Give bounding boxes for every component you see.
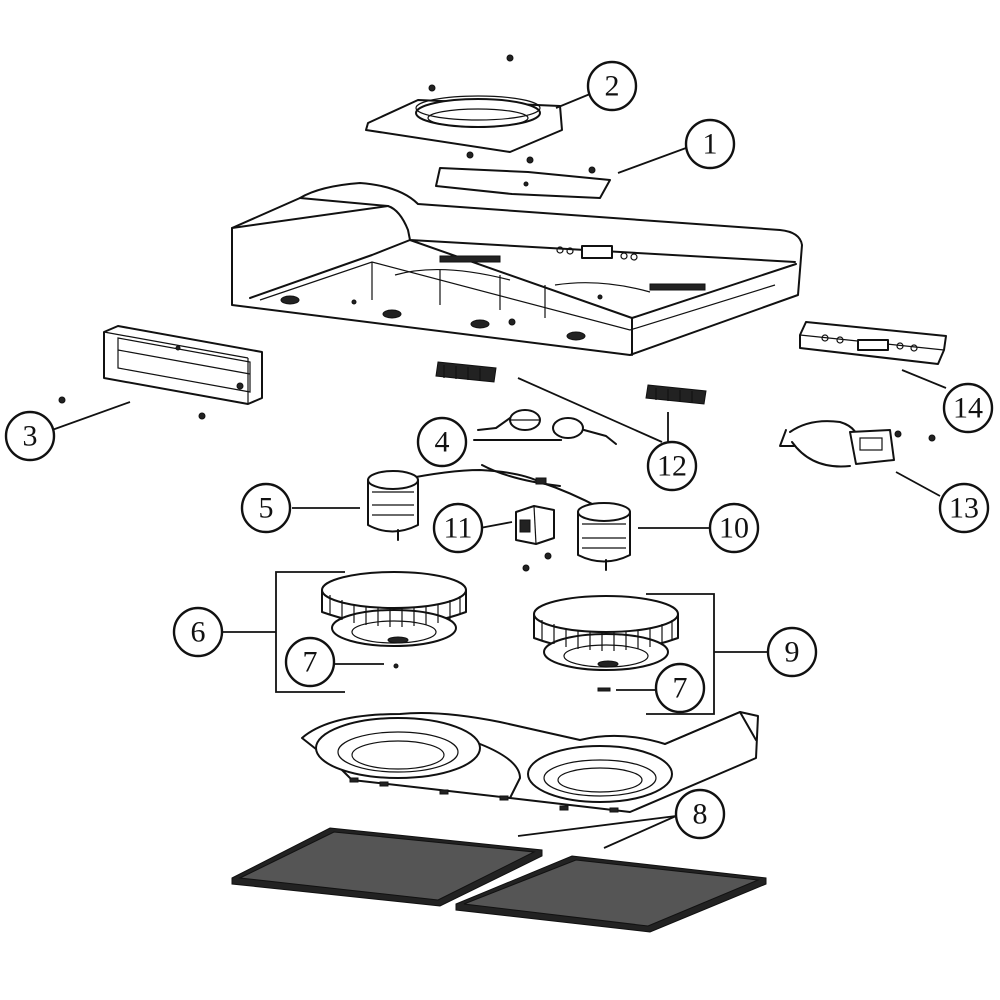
callout-7-left: 7 [284,636,336,688]
callout-7-right: 7 [654,662,706,714]
callout-5-label: 5 [259,492,274,525]
callout-11-label: 11 [444,512,473,545]
junction-box-part [779,420,936,468]
callout-10: 10 [708,502,760,554]
callout-14-label: 14 [953,392,983,425]
callout-4-label: 4 [435,426,450,459]
callout-12: 12 [646,440,698,492]
callout-7-right-label: 7 [673,672,688,705]
callout-8-label: 8 [693,798,708,831]
top-cover-plate-part [435,151,611,199]
leader-lines [51,93,947,849]
callout-3-label: 3 [23,420,38,453]
light-module-part [435,361,707,405]
control-panel-part [799,321,947,365]
callout-1: 1 [684,118,736,170]
callout-13: 13 [938,482,990,534]
callout-2: 2 [586,60,638,112]
callout-9-label: 9 [785,636,800,669]
blower-housing-plate-part [301,711,759,813]
right-blower-assembly-part [533,595,679,692]
callout-10-label: 10 [719,512,749,545]
callout-9: 9 [766,626,818,678]
callout-4: 4 [416,416,468,468]
motor-wiring [399,464,601,509]
range-hood-body [231,182,803,356]
callout-3: 3 [4,410,56,462]
callout-6-label: 6 [191,616,206,649]
callout-2-label: 2 [605,70,620,103]
left-blower-assembly-part [321,571,467,669]
callout-11: 11 [432,502,484,554]
callout-7-left-label: 7 [303,646,318,679]
callout-8: 8 [674,788,726,840]
capacitor-part [473,409,617,445]
callout-12-label: 12 [657,450,687,483]
grease-filter-part [231,827,767,933]
callout-6: 6 [172,606,224,658]
callout-13-label: 13 [949,492,979,525]
callout-14: 14 [942,382,994,434]
duct-collar-plate-part [365,54,563,153]
switch-relay-part [515,505,555,572]
left-motor-part [367,470,419,541]
callout-5: 5 [240,482,292,534]
callout-1-label: 1 [703,128,718,161]
right-motor-part [577,502,631,571]
damper-module-part [58,325,263,420]
